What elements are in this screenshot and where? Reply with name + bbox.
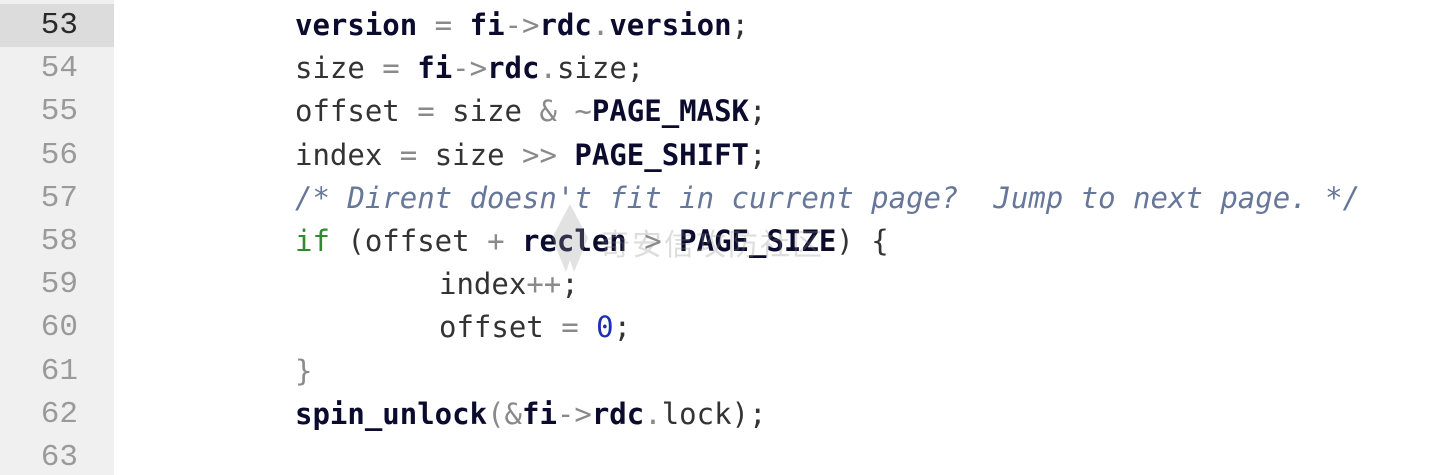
line-number: 60 (0, 306, 78, 349)
code-text[interactable]: index = size >> PAGE_SHIFT; (295, 134, 766, 177)
code-token: size (295, 51, 365, 85)
code-token: ; (731, 8, 749, 42)
code-token: fi (521, 397, 557, 431)
code-token: -> (452, 51, 488, 85)
code-line[interactable]: 59 index++; (0, 263, 1448, 306)
code-text[interactable]: /* Dirent doesn't fit in current page? J… (295, 177, 1360, 220)
code-text[interactable]: offset = 0; (439, 306, 631, 349)
code-token: fi (469, 8, 505, 42)
code-token: offset (439, 310, 544, 344)
code-token: ); (731, 397, 767, 431)
code-token: size (434, 138, 505, 172)
code-token: rdc (591, 397, 645, 431)
code-token: index (439, 267, 527, 301)
code-token: & (522, 94, 575, 128)
code-token: ~ (574, 94, 592, 128)
line-number: 55 (0, 90, 78, 133)
code-token: index (295, 138, 383, 172)
line-number-label: 62 (40, 397, 78, 432)
code-token: PAGE_SHIFT (574, 138, 749, 172)
code-text[interactable]: index++; (439, 263, 579, 306)
code-token: rdc (487, 51, 540, 85)
line-number: 58 (0, 220, 78, 263)
line-number: 53 (0, 4, 114, 47)
line-number-label: 60 (40, 310, 78, 345)
line-number-label: 61 (40, 354, 78, 389)
code-token: version (609, 8, 732, 42)
code-token: /* Dirent doesn't fit in current page? J… (295, 181, 1361, 215)
code-token: } (295, 354, 313, 388)
code-token: > (626, 224, 680, 258)
line-number-label: 56 (40, 138, 78, 173)
line-number: 59 (0, 263, 78, 306)
code-token: -> (556, 397, 592, 431)
line-number-label: 63 (40, 440, 78, 475)
line-number-gutter (0, 0, 114, 475)
code-token: = (399, 94, 453, 128)
line-number-label: 59 (40, 267, 78, 302)
code-token: -> (504, 8, 540, 42)
code-line[interactable]: 57 /* Dirent doesn't fit in current page?… (0, 177, 1448, 220)
code-token: PAGE_MASK (591, 94, 749, 128)
code-token: . (644, 397, 662, 431)
code-token: ( (329, 224, 365, 258)
code-token: ; (613, 310, 632, 344)
code-token: ) { (836, 224, 889, 258)
code-text[interactable]: size = fi->rdc.size; (295, 47, 644, 90)
code-token: ++ (526, 267, 562, 301)
code-text[interactable]: version = fi->rdc.version; (295, 4, 749, 47)
code-token: (& (487, 397, 522, 431)
code-text[interactable]: offset = size & ~PAGE_MASK; (295, 90, 766, 133)
code-token: fi (417, 51, 453, 85)
code-token: = (382, 138, 435, 172)
code-line[interactable]: 61} (0, 350, 1448, 393)
line-number-label: 57 (40, 181, 78, 216)
code-line[interactable]: 56 index = size >> PAGE_SHIFT; (0, 134, 1448, 177)
code-token: + (469, 224, 522, 258)
code-token: spin_unlock (295, 397, 488, 431)
code-token: PAGE_SIZE (679, 224, 837, 258)
line-number-label: 54 (40, 51, 78, 86)
line-number: 62 (0, 393, 78, 436)
code-token: = (543, 310, 597, 344)
code-token: = (364, 51, 418, 85)
code-token: ; (626, 51, 645, 85)
code-line[interactable]: 55 offset = size & ~PAGE_MASK; (0, 90, 1448, 133)
code-text[interactable]: } (295, 350, 312, 393)
code-token: rdc (539, 8, 592, 42)
line-number-label: 53 (40, 8, 78, 43)
line-number: 54 (0, 47, 78, 90)
line-number: 56 (0, 134, 78, 177)
code-token: . (539, 51, 557, 85)
line-number: 61 (0, 350, 78, 393)
code-token: if (295, 224, 330, 258)
line-number-label: 58 (40, 224, 78, 259)
code-token: offset (364, 224, 470, 258)
code-text[interactable]: spin_unlock(&fi->rdc.lock); (295, 393, 766, 436)
code-token: ; (749, 138, 767, 172)
line-number: 57 (0, 177, 78, 220)
code-token: lock (661, 397, 732, 431)
code-token: = (417, 8, 470, 42)
code-token: 0 (596, 310, 614, 344)
code-token: ; (561, 267, 579, 301)
code-token: reclen (522, 224, 627, 258)
code-text[interactable]: if (offset + reclen > PAGE_SIZE) { (295, 220, 889, 263)
code-line[interactable]: 60 offset = 0; (0, 306, 1448, 349)
code-token: >> (504, 138, 575, 172)
code-line[interactable]: 63 (0, 436, 1448, 475)
code-token: size (452, 94, 522, 128)
code-token: . (591, 8, 610, 42)
code-token: ; (749, 94, 767, 128)
code-line[interactable]: 62 spin_unlock(&fi->rdc.lock); (0, 393, 1448, 436)
code-token: size (556, 51, 627, 85)
code-token: version (295, 8, 418, 42)
code-token: offset (295, 94, 400, 128)
line-number: 63 (0, 436, 78, 475)
line-number-label: 55 (40, 94, 78, 129)
code-line[interactable]: 58 if (offset + reclen > PAGE_SIZE) { (0, 220, 1448, 263)
